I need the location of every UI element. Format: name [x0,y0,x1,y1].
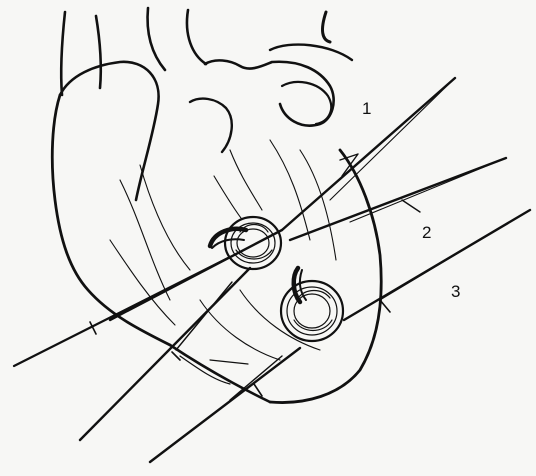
needle-label-2: 2 [422,224,431,241]
needle-3 [150,210,530,462]
coronary-vessel-5 [300,150,336,260]
clamp-arm-2 [210,360,248,364]
needle-label-3: 3 [451,283,460,300]
suture-spiral-lower [281,268,343,341]
needle-1 [14,78,455,366]
vessel-line-left-2 [96,16,101,88]
vessel-line-left [61,12,65,95]
aorta-line [148,8,165,70]
coronary-vessel-2 [140,165,190,270]
clamp-arm-1 [180,356,230,384]
coronary-vessel-1 [120,180,170,300]
center-vessel [190,99,232,152]
coronary-vessel-3 [230,150,262,210]
heart-apex [170,345,270,402]
vessel-right [270,45,352,60]
coronary-vessel-9 [214,176,244,222]
vessel-hook [323,12,330,42]
coronary-vessel-4 [270,140,310,240]
coronary-vessel-6 [200,300,280,360]
heart-outline-right [270,150,381,403]
aorta-line-2 [187,10,206,64]
pulmonary-trunk [205,60,334,125]
needle-label-1: 1 [362,100,371,117]
